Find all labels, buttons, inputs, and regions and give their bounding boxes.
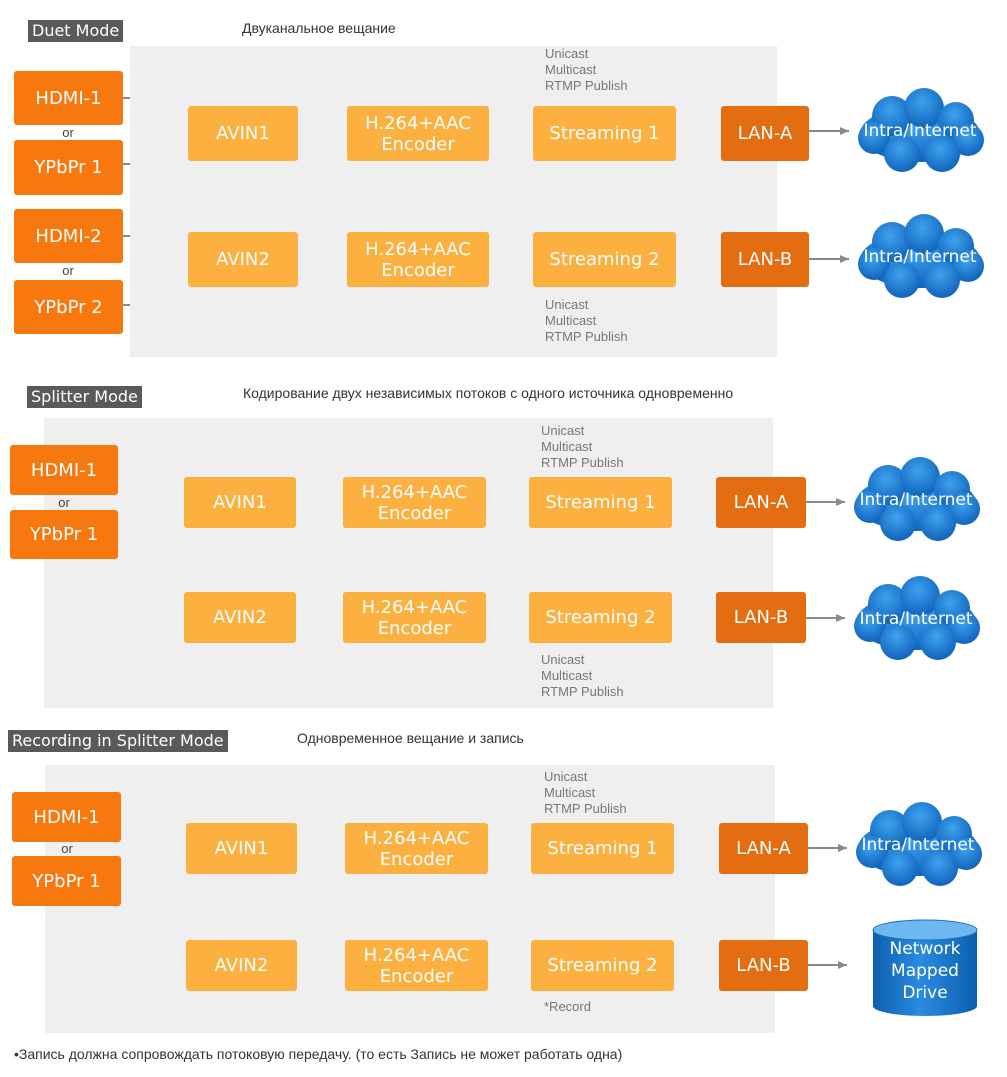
duet-streaming-1: Streaming 1	[533, 106, 676, 161]
duet-or-label-2: or	[62, 263, 74, 278]
duet-source-hdmi-1: HDMI-1	[14, 71, 123, 125]
splitter-cloud-2-label: Intra/Internet	[859, 609, 973, 629]
duet-avin1: AVIN1	[188, 106, 298, 161]
duet-source-ypbpr-1: YPbPr 1	[14, 140, 123, 195]
duet-avin2: AVIN2	[188, 232, 298, 287]
splitter-protocols-note-2: Unicast Multicast RTMP Publish	[541, 652, 624, 699]
duet-or-label-1: or	[62, 125, 74, 140]
duet-source-ypbpr-2: YPbPr 2	[14, 280, 123, 334]
duet-protocols-note-1: Unicast Multicast RTMP Publish	[545, 46, 628, 93]
splitter-protocols-note-1: Unicast Multicast RTMP Publish	[541, 423, 624, 470]
splitter-encoder-2: H.264+AAC Encoder	[343, 592, 486, 643]
duet-panel	[130, 46, 777, 357]
splitter-streaming-2: Streaming 2	[529, 592, 672, 643]
splitter-or-label: or	[58, 495, 70, 510]
splitter-panel	[44, 418, 773, 708]
duet-mode-tag: Duet Mode	[28, 20, 124, 42]
recording-panel	[45, 765, 775, 1033]
splitter-source-ypbpr-1: YPbPr 1	[10, 510, 118, 559]
duet-encoder-1: H.264+AAC Encoder	[347, 106, 489, 161]
duet-lan-a: LAN-A	[721, 106, 809, 161]
duet-mode-description: Двуканальное вещание	[242, 20, 396, 36]
duet-cloud-1-label: Intra/Internet	[863, 121, 977, 141]
splitter-cloud-1-label: Intra/Internet	[859, 490, 973, 510]
recording-avin2: AVIN2	[186, 940, 297, 991]
recording-encoder-1: H.264+AAC Encoder	[345, 823, 488, 874]
database-icon	[872, 919, 978, 1016]
splitter-encoder-1: H.264+AAC Encoder	[343, 477, 486, 528]
recording-source-hdmi-1: HDMI-1	[12, 792, 121, 842]
duet-protocols-note-2: Unicast Multicast RTMP Publish	[545, 297, 628, 344]
splitter-cloud-2: Intra/Internet	[848, 574, 984, 664]
recording-streaming-2: Streaming 2	[531, 940, 674, 991]
duet-cloud-2-label: Intra/Internet	[863, 247, 977, 267]
recording-protocols-note: Unicast Multicast RTMP Publish	[544, 769, 627, 816]
splitter-source-hdmi-1: HDMI-1	[10, 445, 118, 495]
recording-avin1: AVIN1	[186, 823, 297, 874]
recording-streaming-1: Streaming 1	[531, 823, 674, 874]
recording-cloud: Intra/Internet	[850, 800, 986, 890]
splitter-lan-a: LAN-A	[716, 477, 806, 528]
splitter-cloud-1: Intra/Internet	[848, 455, 984, 545]
footer-note: •Запись должна сопровождать потоковую пе…	[14, 1046, 623, 1062]
recording-or-label: or	[61, 841, 73, 856]
splitter-lan-b: LAN-B	[716, 592, 806, 643]
splitter-mode-description: Кодирование двух независимых потоков с о…	[243, 385, 734, 401]
recording-lan-b: LAN-B	[719, 940, 808, 991]
splitter-avin1: AVIN1	[184, 477, 296, 528]
recording-record-note: *Record	[544, 999, 591, 1014]
network-drive: Network Mapped Drive	[871, 918, 979, 1018]
splitter-avin2: AVIN2	[184, 592, 296, 643]
duet-lan-b: LAN-B	[721, 232, 809, 287]
duet-cloud-1: Intra/Internet	[852, 86, 988, 176]
splitter-mode-tag: Splitter Mode	[27, 386, 142, 408]
duet-source-hdmi-2: HDMI-2	[14, 209, 123, 263]
recording-mode-tag: Recording in Splitter Mode	[8, 730, 228, 752]
duet-encoder-2: H.264+AAC Encoder	[347, 232, 489, 287]
recording-cloud-label: Intra/Internet	[861, 835, 975, 855]
splitter-streaming-1: Streaming 1	[529, 477, 672, 528]
recording-lan-a: LAN-A	[719, 823, 808, 874]
recording-mode-description: Одновременное вещание и запись	[297, 730, 524, 746]
duet-cloud-2: Intra/Internet	[852, 212, 988, 302]
duet-streaming-2: Streaming 2	[533, 232, 676, 287]
network-drive-label: Network Mapped Drive	[889, 939, 961, 1003]
recording-source-ypbpr-1: YPbPr 1	[12, 856, 121, 906]
recording-encoder-2: H.264+AAC Encoder	[345, 940, 488, 991]
